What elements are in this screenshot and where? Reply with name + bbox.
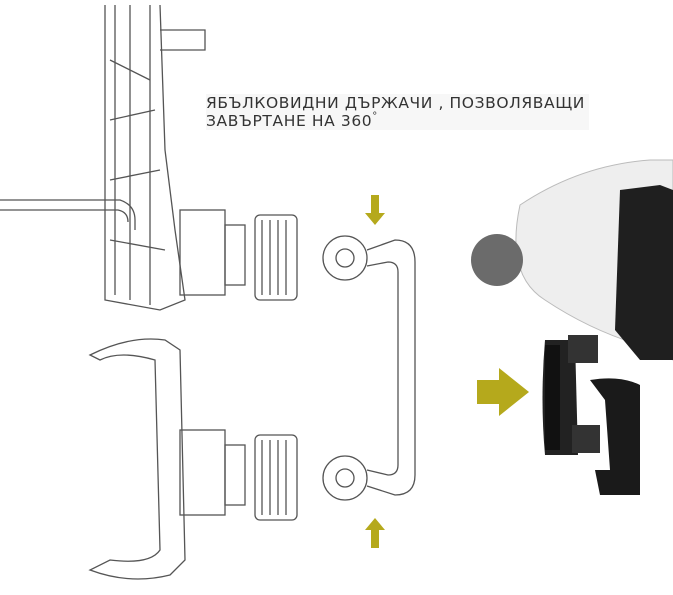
mounted-holder-photo	[471, 159, 673, 495]
caption-line-2-text: ЗАВЪРТАНЕ НА 360	[206, 112, 373, 130]
upper-clamp-drawing	[0, 4, 246, 311]
arrows	[365, 195, 529, 548]
arrow-up-icon	[365, 518, 385, 548]
caption-line-1: ЯБЪЛКОВИДНИ ДЪРЖАЧИ , ПОЗВОЛЯВАЩИ	[206, 94, 585, 112]
knob-lower	[254, 434, 298, 521]
lower-clamp-drawing	[88, 338, 246, 580]
circle-marker	[471, 234, 523, 286]
arrow-down-icon	[365, 195, 385, 225]
degree-symbol: °	[372, 111, 378, 122]
arrow-right-icon	[477, 368, 529, 416]
ball-bracket-drawing	[322, 235, 416, 501]
caption-line-2: ЗАВЪРТАНЕ НА 360°	[206, 111, 585, 130]
knob-upper	[254, 214, 298, 301]
feature-caption: ЯБЪЛКОВИДНИ ДЪРЖАЧИ , ПОЗВОЛЯВАЩИ ЗАВЪРТ…	[206, 94, 589, 130]
